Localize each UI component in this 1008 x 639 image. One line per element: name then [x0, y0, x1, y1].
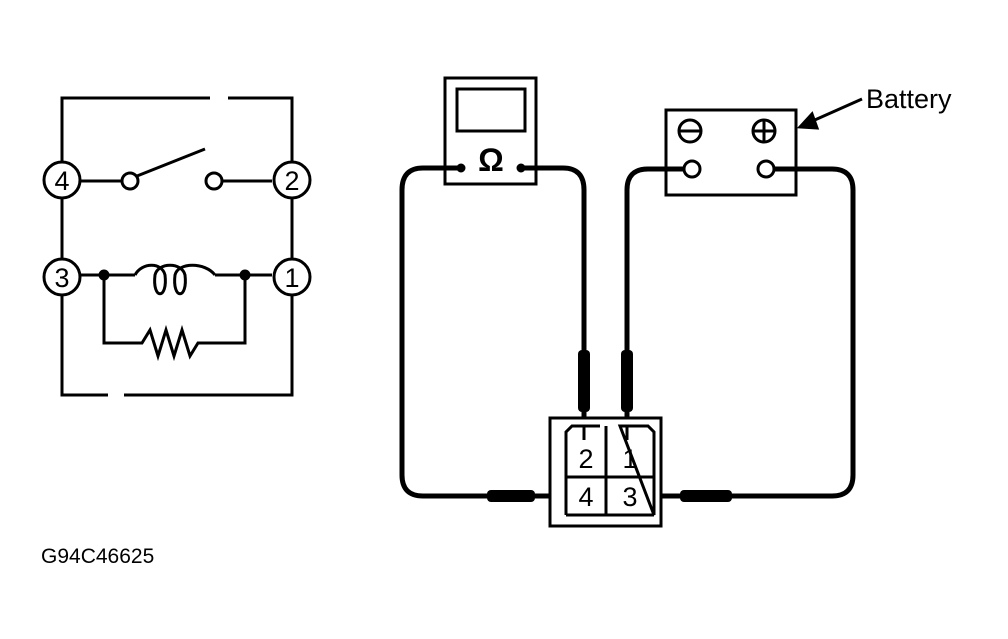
relay-connector	[548, 416, 663, 528]
resistor-branch	[102, 275, 247, 362]
ohmmeter-display	[455, 87, 527, 133]
relay-terminal-4	[42, 160, 82, 200]
figure-code: G94C46625	[41, 545, 154, 568]
relay-schematic	[42, 96, 312, 397]
relay-terminal-1-label: 1	[284, 263, 299, 293]
probe-tip-pin2	[578, 350, 590, 412]
battery	[664, 97, 863, 197]
probe-tip-pin3	[680, 490, 732, 502]
connector-inner	[564, 424, 656, 516]
connector-pin-2: 2	[578, 444, 593, 474]
lead-battery-neg-to-pin1	[624, 166, 684, 440]
connector-pin-1: 1	[622, 444, 637, 474]
negative-icon	[677, 118, 703, 144]
relay-terminal-2	[272, 160, 312, 200]
relay-terminal-2-label: 2	[284, 166, 299, 196]
ohm-symbol: Ω	[478, 142, 504, 178]
battery-pointer-line	[807, 97, 863, 125]
relay-terminal-3-label: 3	[54, 263, 69, 293]
probe-tip-pin1	[621, 350, 633, 412]
relay-terminal-3	[42, 257, 82, 297]
probe-tip-pin4	[487, 490, 535, 502]
lead-ohm-to-pin4	[399, 165, 560, 499]
battery-body	[664, 108, 798, 197]
switch-contact-left	[120, 171, 140, 191]
connector-pin-3: 3	[622, 482, 637, 512]
battery-terminal-positive	[756, 159, 776, 179]
switch-blade	[136, 147, 206, 178]
battery-pointer-arrowhead	[796, 111, 820, 130]
connector-pin-4: 4	[578, 482, 593, 512]
lead-battery-pos-to-pin3	[645, 166, 856, 499]
coil-windings	[133, 263, 217, 296]
positive-icon	[751, 118, 777, 144]
test-leads	[399, 165, 856, 499]
relay-frame	[60, 96, 294, 397]
battery-terminal-negative	[682, 159, 702, 179]
lead-ohm-to-pin2	[521, 165, 587, 440]
battery-label: Battery	[866, 84, 952, 114]
ohmmeter	[443, 76, 538, 186]
relay-terminal-4-label: 4	[54, 166, 69, 196]
relay-terminal-1	[272, 257, 312, 297]
switch-contact-right	[204, 171, 224, 191]
probe-tips	[487, 350, 732, 502]
